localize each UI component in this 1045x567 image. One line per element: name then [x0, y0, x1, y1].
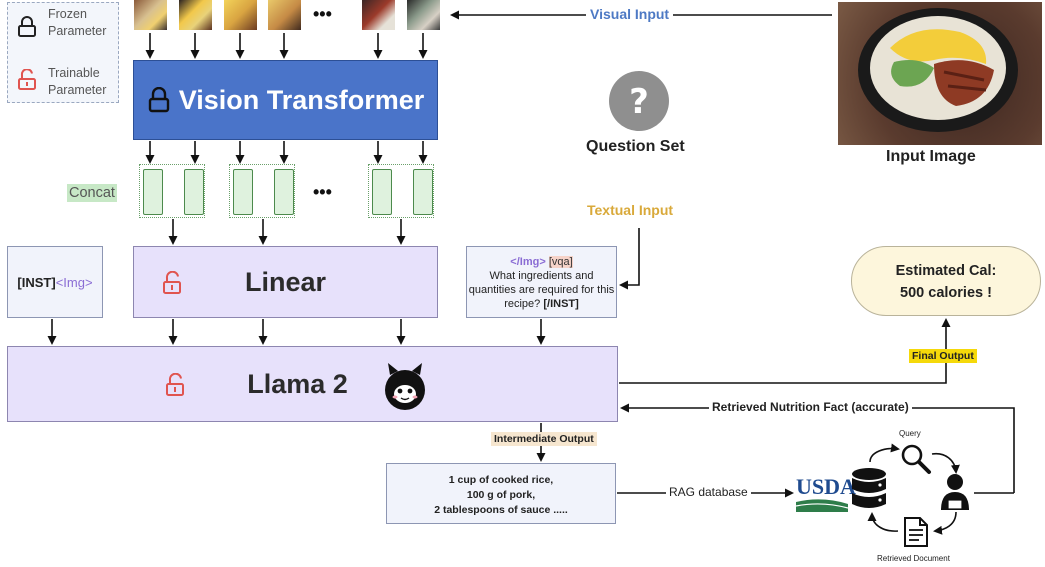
estimated-calories-bubble: Estimated Cal: 500 calories ! [851, 246, 1041, 316]
inst-close-token: [/INST] [543, 298, 579, 310]
query-label: Query [899, 429, 921, 438]
token-ellipsis: ••• [313, 182, 332, 202]
intermediate-output-tag: Intermediate Output [491, 432, 597, 446]
frozen-lock-icon [148, 87, 169, 113]
llama-label: Llama 2 [247, 368, 348, 399]
trainable-lock-icon [18, 69, 36, 90]
image-patch-4 [268, 0, 301, 30]
token-group-3 [368, 164, 434, 218]
usda-logo: USDA [796, 474, 856, 512]
document-icon [904, 517, 928, 547]
patch-ellipsis: ••• [313, 4, 332, 24]
question-icon: ? [609, 71, 669, 131]
visual-token [372, 169, 392, 215]
vision-transformer-block: Vision Transformer [133, 60, 438, 140]
visual-input-label: Visual Input [586, 6, 674, 22]
llama-icon [385, 363, 425, 410]
trainable-lock-icon [163, 271, 181, 294]
textual-input-label: Textual Input [587, 202, 674, 218]
trainable-legend-label: Trainable Parameter [48, 66, 107, 97]
final-output-tag: Final Output [909, 349, 977, 363]
prompt-box: </Img> [vqa] What ingredients and quanti… [466, 246, 617, 318]
token-group-2 [229, 164, 295, 218]
token-group-1 [139, 164, 205, 218]
usda-text: USDA [796, 474, 856, 499]
inst-token-box: [INST]<Img> [7, 246, 103, 318]
usda-hills [796, 499, 848, 512]
visual-token [274, 169, 294, 215]
prompt-question: What ingredients and quantities are requ… [468, 270, 615, 310]
input-image [838, 2, 1042, 145]
question-set-label: Question Set [586, 138, 685, 155]
img-token: <Img> [55, 274, 93, 290]
visual-token [143, 169, 163, 215]
image-patch-5 [362, 0, 395, 30]
input-image-label: Input Image [886, 148, 976, 165]
linear-block: Linear [133, 246, 438, 318]
svg-text:?: ? [629, 82, 649, 122]
intermediate-line: 2 tablespoons of sauce ..... [434, 504, 568, 516]
image-patch-6 [407, 0, 440, 30]
estimated-line-1: Estimated Cal: [895, 263, 997, 279]
legend: Frozen Parameter Trainable Parameter [7, 2, 119, 103]
rag-database-label: RAG database [666, 485, 751, 499]
concat-label: Concat [67, 184, 117, 202]
estimated-line-2: 500 calories ! [900, 285, 992, 301]
visual-token [233, 169, 253, 215]
llama-block: Llama 2 [7, 346, 618, 422]
retrieved-fact-label: Retrieved Nutrition Fact (accurate) [709, 400, 912, 414]
intermediate-line: 1 cup of cooked rice, [448, 474, 554, 486]
vision-transformer-label: Vision Transformer [178, 84, 425, 115]
frozen-lock-icon [18, 16, 36, 37]
trainable-lock-icon [166, 373, 184, 396]
intermediate-line: 100 g of pork, [466, 489, 536, 501]
intermediate-output-box: 1 cup of cooked rice, 100 g of pork, 2 t… [386, 463, 616, 524]
retrieved-document-label: Retrieved Document [877, 554, 950, 563]
database-icon [852, 468, 886, 508]
rice-bowl-illustration [858, 8, 1018, 132]
user-at-computer-icon [941, 474, 969, 510]
frozen-legend-label: Frozen Parameter [48, 7, 107, 38]
image-patch-3 [224, 0, 257, 30]
visual-token [413, 169, 433, 215]
vqa-token: [vqa] [548, 256, 573, 268]
inst-token: [INST] [17, 274, 56, 290]
image-patch-1 [134, 0, 167, 30]
search-icon [901, 444, 931, 474]
img-close-token: </Img> [510, 256, 546, 268]
image-patch-2 [179, 0, 212, 30]
visual-token [184, 169, 204, 215]
linear-label: Linear [244, 266, 327, 297]
